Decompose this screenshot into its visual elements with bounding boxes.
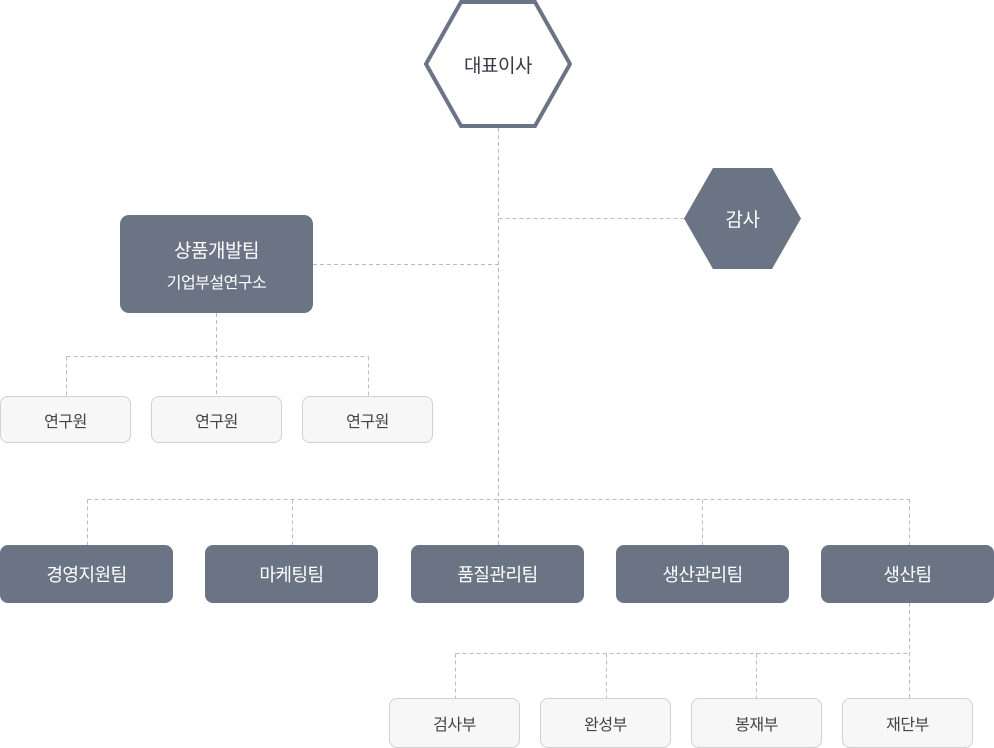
- auditor-hexagon-shape: [684, 168, 801, 269]
- department-node: 생산팀: [821, 545, 994, 603]
- ceo-node: 대표이사: [424, 0, 572, 128]
- department-node: 생산관리팀: [616, 545, 789, 603]
- auditor-label: 감사: [725, 209, 760, 231]
- department-node: 마케팅팀: [205, 545, 378, 603]
- researcher-node: 연구원: [151, 396, 282, 443]
- ceo-label: 대표이사: [464, 54, 532, 77]
- ceo-hexagon-shape: [424, 0, 572, 128]
- department-node: 품질관리팀: [411, 545, 584, 603]
- auditor-node: 감사: [684, 168, 801, 269]
- lab-title: 상품개발팀: [174, 239, 259, 262]
- researcher-node: 연구원: [0, 396, 131, 443]
- production-unit-node: 재단부: [842, 698, 973, 748]
- production-unit-node: 완성부: [540, 698, 671, 748]
- production-unit-node: 봉재부: [691, 698, 822, 748]
- department-node: 경영지원팀: [0, 545, 173, 603]
- lab-subtitle: 기업부설연구소: [166, 272, 267, 292]
- production-unit-node: 검사부: [389, 698, 520, 748]
- lab-node: 상품개발팀 기업부설연구소: [120, 215, 313, 313]
- researcher-node: 연구원: [302, 396, 433, 443]
